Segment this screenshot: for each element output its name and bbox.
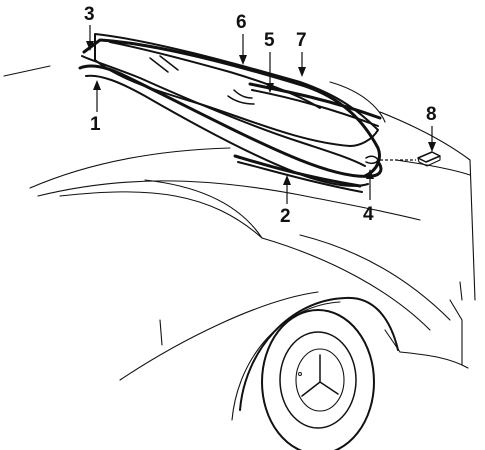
callout-3: 3: [84, 4, 95, 51]
callout-label-5: 5: [264, 30, 275, 51]
callout-label-2: 2: [280, 206, 291, 227]
callout-5: 5: [264, 30, 275, 93]
molding-strips: [78, 38, 383, 193]
rear-window-glass: [94, 33, 379, 147]
callout-label-4: 4: [363, 204, 374, 225]
car-body-outline: [3, 65, 476, 450]
callout-7: 7: [296, 30, 307, 77]
callout-label-3: 3: [84, 4, 95, 25]
callout-label-1: 1: [90, 114, 101, 135]
part-8-clip: [417, 151, 441, 167]
callout-2: 2: [280, 175, 291, 227]
callout-4: 4: [363, 169, 374, 225]
callout-8: 8: [426, 104, 437, 152]
callout-1: 1: [90, 80, 101, 135]
callout-label-6: 6: [236, 12, 247, 33]
callout-6: 6: [236, 12, 247, 65]
callout-label-8: 8: [426, 104, 437, 125]
callout-label-7: 7: [296, 30, 307, 51]
